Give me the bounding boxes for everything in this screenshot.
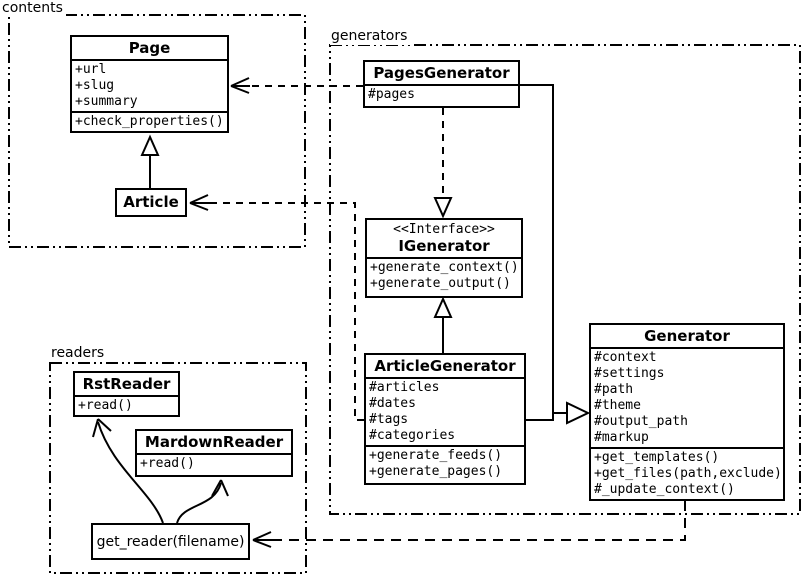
association-arrow-getreader-to-rstreader: [92, 418, 164, 524]
class-name-articlegenerator: ArticleGenerator: [366, 355, 524, 379]
attribute: #articles: [369, 380, 440, 395]
class-box-page: Page +url +slug +summary +check_properti…: [70, 35, 229, 133]
class-name-rstreader: RstReader: [75, 373, 178, 397]
class-box-mardownreader: MardownReader +read(): [135, 429, 293, 477]
dependency-arrow-pagesgenerator-to-page: [230, 77, 363, 94]
dashed-realization-arrow-pagesgenerator-to-igenerator: [433, 108, 453, 219]
method: +generate_output(): [370, 276, 511, 291]
attribute: #context: [594, 350, 657, 365]
method: +get_files(path,exclude): [594, 466, 782, 481]
package-generators-border: [329, 44, 801, 515]
method: +generate_feeds(): [369, 448, 503, 463]
class-name-igenerator: IGenerator: [398, 237, 490, 255]
class-name-article: Article: [123, 193, 179, 211]
methods-section: +read(): [75, 397, 178, 415]
method: +generate_pages(): [369, 464, 503, 479]
attribute: #markup: [594, 430, 649, 445]
attribute: #theme: [594, 398, 641, 413]
attribute: +slug: [75, 78, 115, 93]
methods-section: +generate_feeds() +generate_pages(): [366, 445, 524, 481]
method: +read(): [78, 398, 133, 413]
method: +read(): [140, 456, 195, 471]
class-box-igenerator: <<Interface>> IGenerator +generate_conte…: [365, 218, 523, 298]
class-box-articlegenerator: ArticleGenerator #articles #dates #tags …: [364, 353, 526, 485]
attributes-section: #context #settings #path #theme #output_…: [591, 349, 783, 447]
function-label-get-reader: get_reader(filename): [96, 533, 245, 550]
method: +generate_context(): [370, 260, 519, 275]
methods-section: +read(): [137, 455, 291, 473]
attribute: +summary: [75, 94, 138, 109]
generalization-arrow-generators-to-generator: [520, 84, 591, 425]
attributes-section: #articles #dates #tags #categories: [366, 379, 524, 445]
package-label-contents: contents: [1, 0, 66, 17]
attribute: #settings: [594, 366, 665, 381]
package-contents-border: [8, 14, 306, 248]
class-name-generator: Generator: [591, 325, 783, 349]
generalization-arrow-article-to-page: [140, 134, 160, 188]
dependency-arrow-generator-to-getreader: [252, 501, 686, 548]
class-name-pagesgenerator: PagesGenerator: [365, 62, 518, 86]
association-arrow-getreader-to-mardownreader: [176, 479, 229, 524]
attribute: #path: [594, 382, 634, 397]
method: +check_properties(): [75, 114, 224, 129]
method: +get_templates(): [594, 450, 720, 465]
attributes-section: +url +slug +summary: [72, 61, 227, 111]
attribute: #tags: [369, 412, 409, 427]
package-readers-border: [49, 362, 307, 574]
method: #_update_context(): [594, 482, 735, 497]
attribute: #output_path: [594, 414, 688, 429]
attribute: #dates: [369, 396, 416, 411]
class-header-igenerator: <<Interface>> IGenerator: [367, 220, 521, 259]
generalization-arrow-articlegenerator-to-igenerator: [433, 296, 453, 353]
class-box-pagesgenerator: PagesGenerator #pages: [363, 60, 520, 108]
class-box-article: Article: [115, 188, 187, 217]
attribute: #pages: [368, 87, 415, 102]
class-name-page: Page: [72, 37, 227, 61]
attribute: +url: [75, 62, 107, 77]
attributes-section: #pages: [365, 86, 518, 104]
package-label-generators: generators: [330, 28, 411, 45]
class-name-mardownreader: MardownReader: [137, 431, 291, 455]
attribute: #categories: [369, 428, 456, 443]
class-box-rstreader: RstReader +read(): [73, 371, 180, 417]
methods-section: +generate_context() +generate_output(): [367, 259, 521, 293]
class-box-generator: Generator #context #settings #path #them…: [589, 323, 785, 501]
stereotype-interface: <<Interface>>: [393, 222, 495, 237]
package-label-readers: readers: [50, 345, 108, 362]
dependency-arrow-articlegenerator-to-article: [189, 194, 364, 421]
methods-section: +check_properties(): [72, 111, 227, 131]
function-box-get-reader: get_reader(filename): [91, 523, 250, 560]
methods-section: +get_templates() +get_files(path,exclude…: [591, 447, 783, 499]
